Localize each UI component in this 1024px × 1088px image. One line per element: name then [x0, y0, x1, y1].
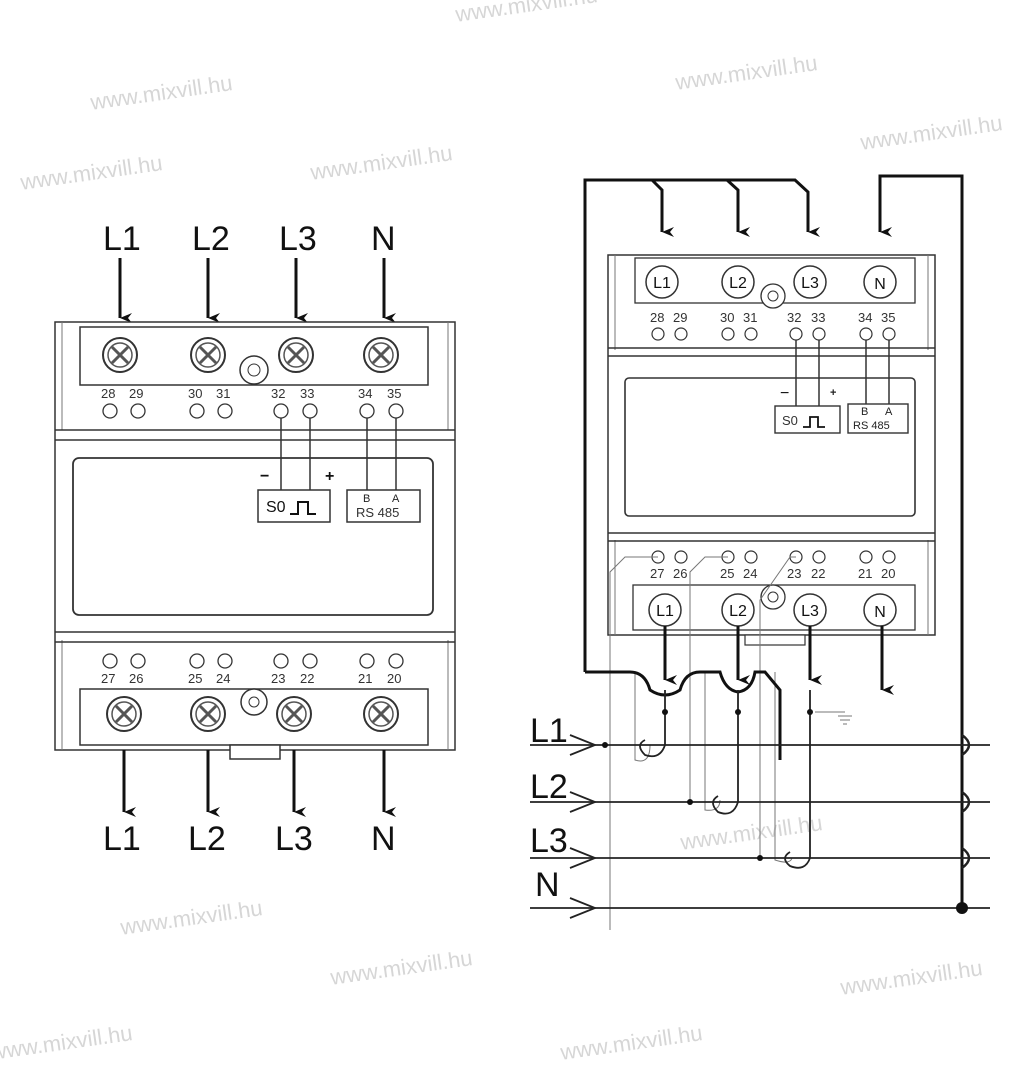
top-terminals: L1 L2 L3 N	[645, 265, 897, 299]
input-label-l2: L2	[192, 220, 230, 258]
ct-wires	[609, 556, 852, 930]
rs485-box	[346, 489, 421, 523]
output-label-l3: L3	[275, 820, 313, 858]
s0-plus: +	[325, 468, 334, 485]
din-clip	[744, 634, 806, 646]
terminal-screw-icon	[189, 695, 227, 733]
terminal-number: 22	[811, 566, 825, 581]
s0-minus: −	[260, 468, 269, 485]
top-terminal-numbers: 28 29 30 31 32 33 34 35	[650, 310, 895, 325]
output-label-l2: L2	[188, 820, 226, 858]
terminal-number: 23	[271, 671, 285, 686]
rs485-label: RS 485	[356, 505, 399, 520]
s0-plus: +	[830, 387, 836, 399]
s0-label: S0	[266, 499, 286, 516]
line-label-l3: L3	[530, 822, 568, 860]
terminal-number: 29	[673, 310, 687, 325]
pulse-icon	[803, 416, 825, 428]
terminal-number: 26	[673, 566, 687, 581]
terminal-screw-icon	[189, 336, 227, 374]
terminal-number: 21	[858, 566, 872, 581]
terminal-screw-icon	[277, 336, 315, 374]
terminal-screw-icon	[105, 695, 143, 733]
terminal-number: 24	[216, 671, 230, 686]
display-window	[72, 457, 434, 616]
terminal-number: 22	[300, 671, 314, 686]
terminal-number: 23	[787, 566, 801, 581]
rs485-b: B	[363, 493, 370, 505]
terminal-number: 32	[271, 386, 285, 401]
rs485-a: A	[392, 493, 400, 505]
terminal-number: 24	[743, 566, 757, 581]
input-label-l1: L1	[103, 220, 141, 258]
rs485-a: A	[885, 406, 893, 418]
terminal-n: N	[874, 604, 886, 621]
terminal-number: 33	[811, 310, 825, 325]
din-clip	[229, 744, 281, 760]
terminal-number: 20	[387, 671, 401, 686]
right-meter: L1 L2 L3 N 28 29 30 31 32 33 34 35	[530, 174, 990, 930]
line-label-l2: L2	[530, 768, 568, 806]
seal-hole-icon	[239, 355, 269, 385]
top-terminal-numbers: 28 29 30 31 32 33 34 35	[101, 386, 401, 401]
terminal-number: 27	[101, 671, 115, 686]
rs485-b: B	[861, 406, 868, 418]
terminal-n: N	[874, 276, 886, 293]
terminal-number: 33	[300, 386, 314, 401]
terminal-number: 27	[650, 566, 664, 581]
bottom-terminals: L1 L2 L3 N	[648, 593, 897, 627]
terminal-l1: L1	[653, 275, 671, 292]
terminal-number: 31	[743, 310, 757, 325]
terminal-l3: L3	[801, 603, 819, 620]
terminal-l1: L1	[656, 603, 674, 620]
terminal-l2: L2	[729, 603, 747, 620]
input-label-l3: L3	[279, 220, 317, 258]
input-label-n: N	[371, 220, 396, 258]
s0-box	[774, 405, 841, 434]
terminal-number: 29	[129, 386, 143, 401]
display-window	[624, 377, 916, 517]
output-label-l1: L1	[103, 820, 141, 858]
s0-box	[257, 489, 331, 523]
terminal-l2: L2	[729, 275, 747, 292]
bottom-terminal-numbers: 27 26 25 24 23 22 21 20	[650, 566, 895, 581]
terminal-number: 28	[650, 310, 664, 325]
s0-minus: −	[780, 385, 789, 402]
terminal-screw-icon	[362, 336, 400, 374]
rs485-label: RS 485	[853, 420, 890, 432]
terminal-number: 30	[188, 386, 202, 401]
terminal-number: 20	[881, 566, 895, 581]
s0-label: S0	[782, 413, 798, 428]
terminal-number: 34	[858, 310, 872, 325]
rs485-box	[847, 403, 909, 434]
terminal-number: 30	[720, 310, 734, 325]
terminal-number: 34	[358, 386, 372, 401]
terminal-number: 25	[188, 671, 202, 686]
line-label-n: N	[535, 866, 560, 904]
terminal-number: 35	[387, 386, 401, 401]
bottom-terminal-numbers: 27 26 25 24 23 22 21 20	[101, 671, 401, 686]
terminal-number: 21	[358, 671, 372, 686]
terminal-screw-icon	[101, 336, 139, 374]
output-label-n: N	[371, 820, 396, 858]
terminal-number: 25	[720, 566, 734, 581]
terminal-number: 28	[101, 386, 115, 401]
terminal-l3: L3	[801, 275, 819, 292]
terminal-number: 32	[787, 310, 801, 325]
line-label-l1: L1	[530, 712, 568, 750]
left-meter: L1 L2 L3 N 28 29	[54, 220, 456, 858]
terminal-number: 31	[216, 386, 230, 401]
pulse-icon	[290, 501, 316, 515]
terminal-number: 26	[129, 671, 143, 686]
terminal-screw-icon	[275, 695, 313, 733]
terminal-screw-icon	[362, 695, 400, 733]
terminal-number: 35	[881, 310, 895, 325]
